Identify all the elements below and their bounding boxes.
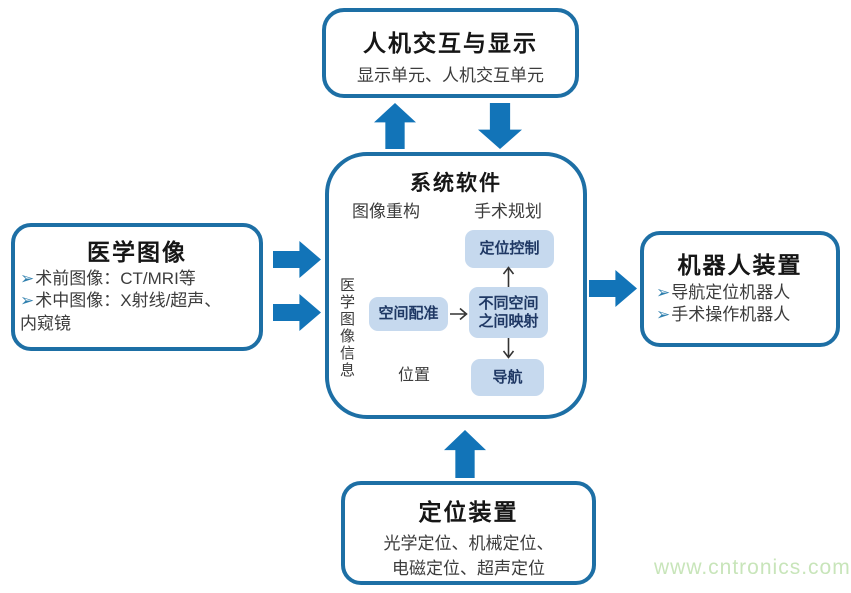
system-software-title: 系统软件 [410,172,502,195]
mapping-to-control-arrow-icon [502,266,515,287]
arrow-software-to-robot-icon [589,270,637,307]
medical-image-info-vertical-label: 医学图像信息 [338,277,355,379]
hmi-display-subtitle: 显示单元、人机交互单元 [357,66,544,85]
navigation-node: 导航 [471,359,544,396]
arrowhead-bullet-icon: ➢ [656,283,671,302]
system-software-box: 系统软件 [325,152,587,419]
image-reconstruction-label: 图像重构 [352,202,420,221]
positioning-devices-title: 定位装置 [418,499,519,525]
positioning-devices-line2: 电磁定位、超声定位 [392,559,545,578]
robot-devices-title: 机器人装置 [677,252,803,278]
medical-images-box: 医学图像 ➢术前图像：CT/MRI等 ➢术中图像：X射线/超声、 内窥镜 [11,223,263,351]
surgery-robot-text: 手术操作机器人 [671,305,791,325]
registration-to-mapping-arrow-icon [450,307,468,321]
arrowhead-bullet-icon: ➢ [20,291,35,311]
arrowhead-bullet-icon: ➢ [656,305,671,325]
positioning-control-node: 定位控制 [465,230,554,268]
preop-images-text: 术前图像：CT/MRI等 [35,269,196,288]
arrow-software-to-display-icon [374,103,416,149]
space-mapping-node: 不同空间 之间映射 [469,287,548,338]
arrow-images-to-software-1-icon [273,241,321,278]
nav-robot-text: 导航定位机器人 [671,283,791,302]
arrow-display-to-software-icon [478,103,522,149]
positioning-devices-line1: 光学定位、机械定位、 [383,534,554,553]
surgery-planning-label: 手术规划 [474,202,542,221]
list-item: ➢手术操作机器人 [656,304,836,326]
mapping-to-navigation-arrow-icon [502,338,515,359]
hmi-display-box: 人机交互与显示 显示单元、人机交互单元 [322,8,579,98]
hmi-display-title: 人机交互与显示 [363,30,538,56]
positioning-devices-box: 定位装置 光学定位、机械定位、 电磁定位、超声定位 [341,481,596,585]
watermark-text: www.cntronics.com [654,556,851,579]
list-item: ➢术中图像：X射线/超声、 内窥镜 [20,290,254,335]
position-label: 位置 [398,367,431,384]
arrow-locator-to-software-icon [444,430,486,478]
arrow-images-to-software-2-icon [273,294,321,331]
spatial-registration-node: 空间配准 [369,297,448,331]
medical-images-title: 医学图像 [87,239,187,265]
list-item: ➢术前图像：CT/MRI等 [20,268,254,290]
list-item: ➢导航定位机器人 [656,282,836,304]
arrowhead-bullet-icon: ➢ [20,269,35,288]
robot-devices-box: 机器人装置 ➢导航定位机器人 ➢手术操作机器人 [640,231,840,347]
intraop-images-text: 术中图像：X射线/超声、 内窥镜 [20,291,222,333]
